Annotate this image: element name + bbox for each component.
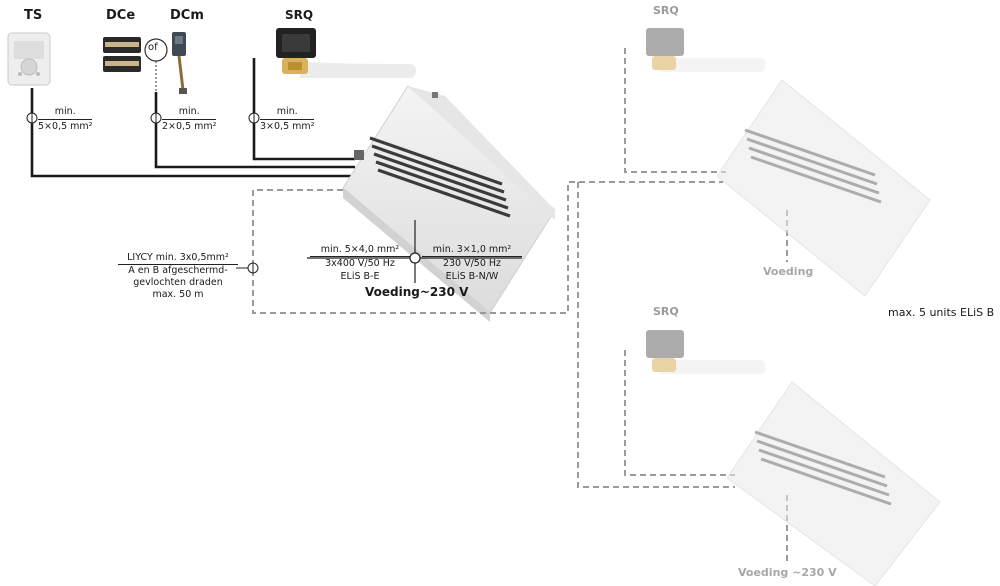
power-cable xyxy=(307,220,522,283)
ts-label: TS xyxy=(24,8,43,23)
thermostat-ts-icon xyxy=(7,32,51,86)
power-right-line1: min. 3×1,0 mm² xyxy=(422,244,522,257)
ts-cable-spec-top: min. xyxy=(38,106,93,120)
or-symbol xyxy=(144,38,168,92)
power-left-line1: min. 5×4,0 mm² xyxy=(310,244,410,257)
power-right-line3: ELiS B-N/W xyxy=(445,271,499,282)
bus-spec: LIYCY min. 3x0,5mm² A en B afgeschermd- … xyxy=(118,252,238,301)
air-curtain-unit3-icon xyxy=(726,381,941,586)
unit2-power-label: Voeding xyxy=(763,265,814,278)
bus-line1: LIYCY min. 3x0,5mm² xyxy=(118,252,238,265)
power-left-line3: ELiS B-E xyxy=(340,271,380,282)
dc-cable-spec-bottom: 2×0,5 mm² xyxy=(162,121,217,132)
cable-section-ts xyxy=(26,112,38,124)
bus-section-marker xyxy=(236,262,259,274)
dc-cable-spec-top: min. xyxy=(162,106,217,120)
bus-line2: A en B afgeschermd- xyxy=(128,265,228,276)
power-left-line2: 3x400 V/50 Hz xyxy=(325,258,395,269)
power-right-line2: 230 V/50 Hz xyxy=(442,258,502,269)
srq-cable-spec: min. 3×0,5 mm² xyxy=(260,106,315,133)
air-curtain-unit2-icon xyxy=(716,79,931,297)
ts-cable-spec: min. 5×0,5 mm² xyxy=(38,106,93,133)
or-label: of xyxy=(148,42,158,53)
srq-unit2-label: SRQ xyxy=(653,4,679,17)
bus-cable xyxy=(252,48,788,562)
cable-section-dc xyxy=(150,112,162,124)
valve-srq-unit3-icon xyxy=(646,330,766,374)
door-contact-dce-icon xyxy=(103,37,141,72)
max-units-label: max. 5 units ELiS B xyxy=(888,306,995,319)
dc-cable-spec: min. 2×0,5 mm² xyxy=(162,106,217,133)
unit3-power-label: Voeding ~230 V xyxy=(738,566,837,579)
valve-srq-unit2-icon xyxy=(646,28,766,72)
power-spec-left: min. 5×4,0 mm² 3x400 V/50 Hz ELiS B-E xyxy=(310,244,410,283)
srq-cable xyxy=(252,58,355,161)
srq-label: SRQ xyxy=(285,8,314,22)
srq-unit3-label: SRQ xyxy=(653,305,679,318)
bus-line3: gevlochten draden xyxy=(133,277,223,288)
ts-cable-spec-bottom: 5×0,5 mm² xyxy=(38,121,93,132)
door-contact-dcm-icon xyxy=(172,32,187,94)
bus-line4: max. 50 m xyxy=(152,289,204,300)
dcm-label: DCm xyxy=(170,8,204,23)
srq-cable-spec-bottom: 3×0,5 mm² xyxy=(260,121,315,132)
srq-cable-spec-top: min. xyxy=(260,106,315,120)
power-label: Voeding~230 V xyxy=(365,285,469,299)
cable-section-srq xyxy=(248,112,260,124)
power-spec-right: min. 3×1,0 mm² 230 V/50 Hz ELiS B-N/W xyxy=(422,244,522,283)
dce-label: DCe xyxy=(106,8,136,23)
valve-srq-icon xyxy=(276,28,416,78)
